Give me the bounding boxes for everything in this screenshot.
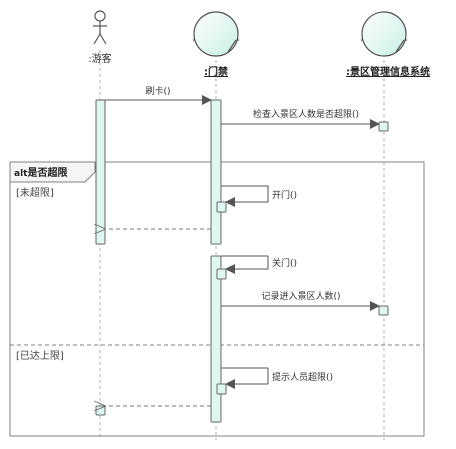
- entity-icon-system: [361, 11, 407, 57]
- lifeline-visitor-label: :游客: [88, 52, 111, 65]
- message-check-limit-label: 检查入景区人数是否超限(): [253, 108, 359, 120]
- activation-gate-2: [210, 255, 222, 423]
- activation-gate-self-2: [216, 268, 227, 280]
- message-warn-limit-label: 提示人员超限(): [272, 371, 333, 383]
- message-open-door-label: 开门(): [272, 189, 297, 201]
- lifeline-system-label: :景区管理信息系统: [346, 65, 430, 78]
- lifeline-gate-label: :门禁: [204, 65, 228, 78]
- message-swipe-card-label: 刷卡(): [145, 85, 170, 97]
- activation-system-1: [378, 121, 389, 132]
- entity-icon-gate: [193, 11, 239, 57]
- alt-fragment-operator: alt是否超限: [14, 166, 68, 179]
- message-close-door-label: 关门(): [272, 257, 297, 269]
- actor-icon: [93, 10, 107, 45]
- alt-fragment-tab: [9, 161, 96, 183]
- activation-gate-self-3: [216, 383, 227, 395]
- message-open-door-arrow: [221, 185, 269, 207]
- activation-visitor-return: [95, 405, 106, 416]
- activation-system-2: [378, 305, 389, 316]
- message-warn-limit-arrow: [221, 367, 269, 389]
- activation-gate-self-1: [216, 201, 227, 213]
- guard-limit-reached: [已达上限]: [16, 350, 64, 362]
- guard-not-exceeded: [未超限]: [16, 186, 54, 199]
- message-close-door-arrow: [221, 255, 269, 274]
- message-record-count-label: 记录进入景区人数(): [261, 290, 340, 302]
- activation-visitor: [95, 99, 106, 245]
- activation-gate-1: [210, 99, 222, 245]
